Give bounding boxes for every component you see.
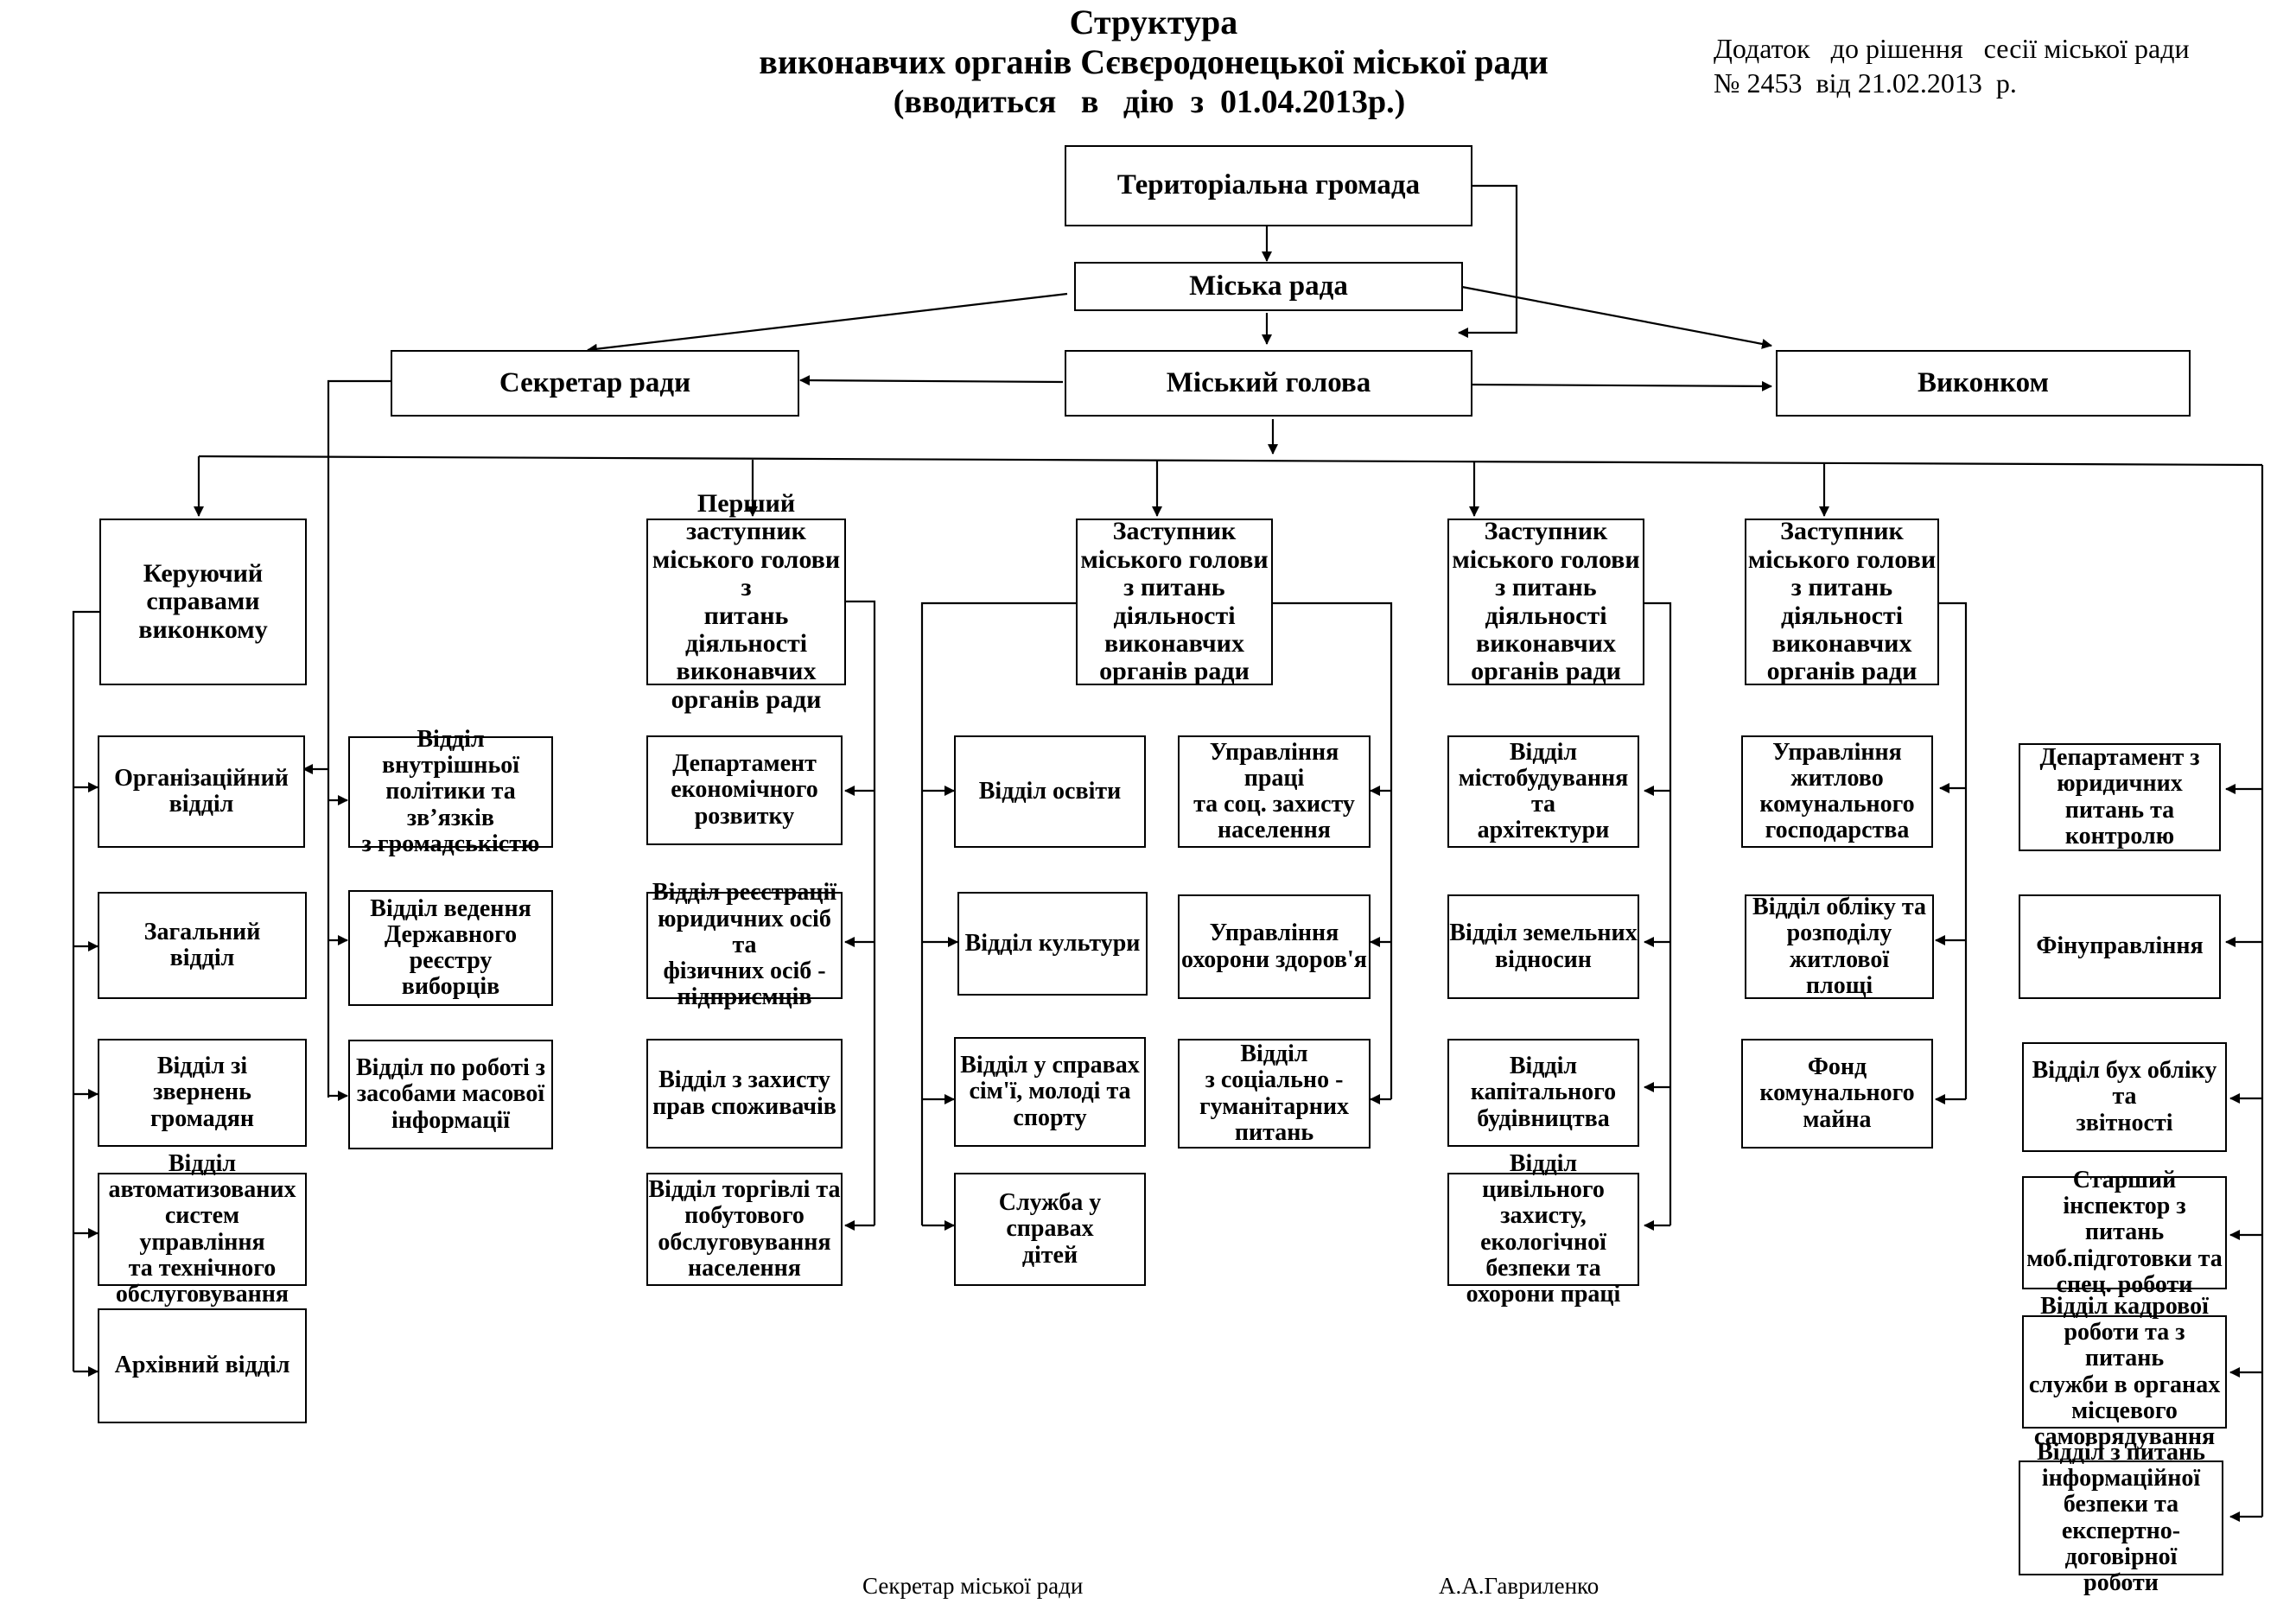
node-council-secretary: Секретар ради	[391, 350, 799, 417]
annex-line-2: № 2453 від 21.02.2013 р.	[1714, 67, 2017, 99]
title-line-3: (вводиться в дію з 01.04.2013р.)	[893, 84, 1406, 120]
dept-internal-policy: Відділ внутрішньої політики та зв’язків …	[348, 726, 553, 856]
dept-general: Загальний відділ	[98, 892, 307, 999]
node-deputy-a: Заступник міського голови з питань діяль…	[1076, 518, 1273, 685]
dept-housing-utilities: Управління житлово комунального господар…	[1741, 735, 1933, 848]
dept-economic-development: Департамент економічного розвитку	[646, 735, 843, 845]
dept-civil-defense: Відділ цивільного захисту, екологічної б…	[1447, 1150, 1639, 1308]
dept-legal-control: Департамент з юридичних питань та контро…	[2019, 743, 2221, 851]
node-city-council: Міська рада	[1074, 262, 1463, 311]
dept-organizational: Організаційний відділ	[98, 735, 305, 848]
node-deputy-c: Заступник міського голови з питань діяль…	[1745, 518, 1939, 685]
dept-personnel: Відділ кадрової роботи та з питань служб…	[2022, 1293, 2227, 1450]
node-head-of-affairs: Керуючий справами виконкому	[99, 519, 307, 685]
dept-labor-social-protection: Управління праці та соц. захисту населен…	[1178, 735, 1371, 848]
title-line-2: виконавчих органів Сєвєродонецької міськ…	[759, 42, 1549, 81]
annex-line-1: Додаток до рішення сесії міської ради	[1714, 33, 2190, 64]
dept-voter-register: Відділ ведення Державного реєстру виборц…	[348, 890, 553, 1006]
dept-information-security: Відділ з питань інформаційної безпеки та…	[2019, 1439, 2223, 1596]
dept-consumer-protection: Відділ з захисту прав споживачів	[646, 1039, 843, 1149]
title-line-1: Структура	[1069, 3, 1238, 41]
dept-children-service: Служба у справах дітей	[954, 1173, 1146, 1286]
dept-finance: Фінуправління	[2019, 894, 2221, 999]
dept-urban-planning: Відділ містобудування та архітектури	[1447, 735, 1639, 848]
dept-mobilization-inspector: Старший інспектор з питань моб.підготовк…	[2022, 1167, 2227, 1297]
dept-trade-services: Відділ торгівлі та побутового обслуговув…	[646, 1173, 843, 1286]
dept-capital-construction: Відділ капітального будівництва	[1447, 1039, 1639, 1147]
dept-health-care: Управління охорони здоров'я	[1178, 894, 1371, 999]
node-mayor: Міський голова	[1065, 350, 1472, 417]
node-deputy-b: Заступник міського голови з питань діяль…	[1447, 518, 1644, 685]
dept-culture: Відділ культури	[957, 892, 1148, 996]
signature-title: Секретар міської ради	[862, 1573, 1084, 1599]
dept-education: Відділ освіти	[954, 735, 1146, 848]
dept-social-humanitarian: Відділ з соціально - гуманітарних питань	[1178, 1039, 1371, 1149]
dept-communal-property-fund: Фонд комунального майна	[1741, 1039, 1933, 1149]
dept-archive: Архівний відділ	[98, 1308, 307, 1423]
dept-registration: Відділ реєстрації юридичних осіб та фізи…	[646, 880, 843, 1010]
dept-family-youth-sport: Відділ у справах сім'ї, молоді та спорту	[954, 1037, 1146, 1147]
dept-accounting: Відділ бух обліку та звітності	[2022, 1042, 2227, 1152]
dept-citizen-appeals: Відділ зі звернень громадян	[98, 1039, 307, 1147]
dept-land-relations: Відділ земельних відносин	[1447, 894, 1639, 999]
dept-housing-distribution: Відділ обліку та розподілу житлової площ…	[1745, 894, 1934, 999]
signature-name: А.А.Гавриленко	[1439, 1573, 1600, 1599]
node-first-deputy: Перший заступник міського голови з питан…	[646, 489, 846, 713]
dept-mass-media: Відділ по роботі з засобами масової інфо…	[348, 1040, 553, 1149]
node-community: Територіальна громада	[1065, 145, 1472, 226]
dept-automated-systems: Відділ автоматизованих систем управління…	[98, 1150, 307, 1308]
node-executive-committee: Виконком	[1776, 350, 2191, 417]
